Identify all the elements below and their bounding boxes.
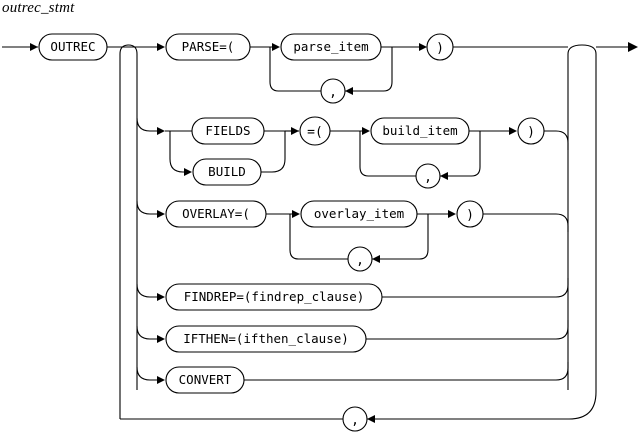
- token-overlay-close-label: ): [466, 208, 474, 223]
- token-build-close-label: ): [527, 125, 535, 140]
- track-build-out: [261, 131, 286, 173]
- branch-overlay: OVERLAY=( overlay_item ) ,: [136, 200, 569, 272]
- track-findrep-out: [382, 278, 569, 298]
- arrow-head-overlay-close: [448, 210, 456, 218]
- track-overlay-in: [136, 200, 164, 215]
- token-parse-comma-shape: [320, 78, 346, 104]
- arrow-head-parse-item: [272, 43, 280, 51]
- token-overlay-label: OVERLAY=(: [182, 206, 250, 221]
- token-overlay-comma-label: ,: [356, 253, 364, 268]
- outer-loop-right: [367, 391, 597, 420]
- arrow-head-parse: [157, 43, 165, 51]
- arrow-head-overlay: [157, 210, 165, 218]
- token-build-label: BUILD: [208, 164, 246, 179]
- token-parse-item-label: parse_item: [293, 39, 368, 54]
- arrow-head-build-loop: [440, 172, 448, 180]
- token-outer-comma-shape: [342, 406, 368, 432]
- token-outrec: OUTREC: [38, 33, 108, 61]
- page-title: outrec_stmt: [2, 0, 75, 16]
- entry-track: [2, 43, 38, 51]
- arrow-head-exit: [628, 42, 638, 52]
- track-build-out-right: [544, 130, 569, 150]
- branch-ifthen: IFTHEN=(ifthen_clause): [136, 320, 569, 353]
- token-assign-label: =(: [307, 125, 323, 140]
- token-parse-close-label: ): [436, 41, 444, 56]
- branch-findrep: FINDREP=(findrep_clause): [136, 278, 569, 311]
- arrow-head-entry: [30, 43, 38, 51]
- loop-parse-left: [269, 47, 321, 92]
- track-convert-in: [136, 366, 164, 381]
- arrow-head-convert: [157, 376, 165, 384]
- token-overlay-item-label: overlay_item: [314, 206, 404, 221]
- arrow-head-build-item: [362, 127, 370, 135]
- arrow-head-outer-loop: [367, 415, 375, 423]
- arrow-head-overlay-item: [292, 210, 300, 218]
- track-findrep-in: [136, 283, 164, 298]
- arrow-head-parse-close: [419, 43, 427, 51]
- loop-parse-right: [345, 47, 393, 92]
- branch-convert: CONVERT: [136, 362, 569, 394]
- arrow-head-overlay-loop: [372, 255, 380, 263]
- token-parse-comma-label: ,: [329, 85, 337, 100]
- token-build-comma-shape: [415, 163, 441, 189]
- right-rail: [567, 42, 638, 392]
- track-ifthen-in: [136, 325, 164, 340]
- loop-overlay-left: [289, 214, 348, 260]
- track-fields-in: [136, 117, 164, 132]
- track-build-in: [169, 131, 191, 173]
- loop-build-right: [440, 131, 481, 177]
- track-ifthen-out: [366, 320, 569, 340]
- arrow-head-build: [184, 168, 192, 176]
- track-convert-out: [244, 362, 569, 381]
- loop-build-left: [359, 131, 416, 177]
- token-fields-label: FIELDS: [205, 123, 250, 138]
- token-outrec-label: OUTREC: [50, 39, 95, 54]
- arrow-head-findrep: [157, 293, 165, 301]
- arrow-head-build-close: [509, 127, 517, 135]
- arrow-head-parse-loop: [345, 87, 353, 95]
- token-build-comma-label: ,: [424, 170, 432, 185]
- token-build-item-label: build_item: [382, 123, 457, 138]
- token-convert-label: CONVERT: [179, 372, 232, 387]
- track-overlay-out: [483, 213, 569, 232]
- branch-parse: PARSE=( parse_item ) ,: [137, 33, 568, 104]
- token-findrep-label: FINDREP=(findrep_clause): [184, 289, 365, 304]
- token-ifthen-label: IFTHEN=(ifthen_clause): [183, 331, 349, 346]
- loop-overlay-right: [372, 214, 429, 260]
- arrow-head-fields: [157, 127, 165, 135]
- left-loop-arch: [119, 44, 138, 419]
- token-parse-label: PARSE=(: [182, 39, 235, 54]
- branch-fields-build: FIELDS BUILD =( build_item ): [136, 116, 569, 189]
- token-outer-comma-label: ,: [351, 413, 359, 428]
- outer-loop: ,: [120, 391, 597, 432]
- arrow-head-ifthen: [157, 335, 165, 343]
- token-overlay-comma-shape: [347, 246, 373, 272]
